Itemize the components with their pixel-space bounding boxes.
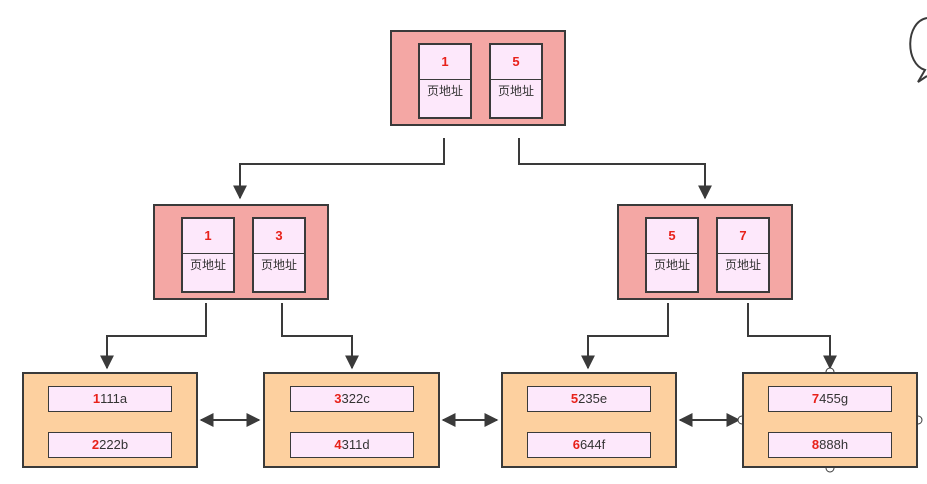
record-key: 2 xyxy=(91,437,100,452)
leaf-record: 4311d xyxy=(290,432,414,458)
record-value: 235e xyxy=(578,391,608,406)
leaf-node-2: 3322c 4311d xyxy=(263,372,440,468)
root-to-right-connector xyxy=(518,138,712,200)
entry-key: 1 xyxy=(183,219,233,254)
page-address-label: 页地址 xyxy=(497,84,534,98)
record-value: 311d xyxy=(341,437,370,452)
record-key: 8 xyxy=(811,437,820,452)
root-entry-2: 5 页地址 xyxy=(489,43,543,119)
leaf-node-1: 1111a 2222b xyxy=(22,372,198,468)
record-value: 222b xyxy=(99,437,129,452)
leaf-record: 1111a xyxy=(48,386,172,412)
leaf-node-4[interactable]: 7455g 8888h xyxy=(742,372,918,468)
leaf-record: 3322c xyxy=(290,386,414,412)
entry-key: 5 xyxy=(491,45,541,80)
record-value: 111a xyxy=(100,391,128,406)
record-key: 3 xyxy=(334,391,342,406)
leaf-record: 2222b xyxy=(48,432,172,458)
leaf-record: 5235e xyxy=(527,386,651,412)
record-value: 322c xyxy=(341,391,370,406)
entry-key: 7 xyxy=(718,219,768,254)
page-address-label: 页地址 xyxy=(653,258,690,272)
record-key: 6 xyxy=(572,437,580,452)
entry-key: 3 xyxy=(254,219,304,254)
leaf-node-3: 5235e 6644f xyxy=(501,372,677,468)
root-entry-1: 1 页地址 xyxy=(418,43,472,119)
record-value: 455g xyxy=(819,391,849,406)
record-key: 5 xyxy=(570,391,579,406)
internal-left-to-leaf-1-connector xyxy=(100,303,207,370)
page-address-label: 页地址 xyxy=(260,258,297,272)
internal-right-to-leaf-4-connector xyxy=(747,303,837,370)
internal-left-entry-2: 3 页地址 xyxy=(252,217,306,293)
root-to-left-connector xyxy=(233,138,445,200)
record-value: 644f xyxy=(579,437,606,452)
internal-right-to-leaf-3-connector xyxy=(581,303,669,370)
record-key: 4 xyxy=(334,437,342,452)
internal-right-entry-1: 5 页地址 xyxy=(645,217,699,293)
entry-key: 1 xyxy=(420,45,470,80)
internal-left-entry-1: 1 页地址 xyxy=(181,217,235,293)
speech-bubble-icon xyxy=(909,17,927,83)
internal-node-left: 1 页地址 3 页地址 xyxy=(153,204,329,300)
internal-node-right: 5 页地址 7 页地址 xyxy=(617,204,793,300)
internal-right-entry-2: 7 页地址 xyxy=(716,217,770,293)
page-address-label: 页地址 xyxy=(189,258,226,272)
record-key: 1 xyxy=(92,391,101,406)
root-node: 1 页地址 5 页地址 xyxy=(390,30,566,126)
record-value: 888h xyxy=(819,437,849,452)
leaf-record: 8888h xyxy=(768,432,892,458)
page-address-label: 页地址 xyxy=(724,258,761,272)
internal-left-to-leaf-2-connector xyxy=(281,303,359,370)
leaf-record: 7455g xyxy=(768,386,892,412)
page-address-label: 页地址 xyxy=(426,84,463,98)
leaf-record: 6644f xyxy=(527,432,651,458)
entry-key: 5 xyxy=(647,219,697,254)
record-key: 7 xyxy=(811,391,820,406)
